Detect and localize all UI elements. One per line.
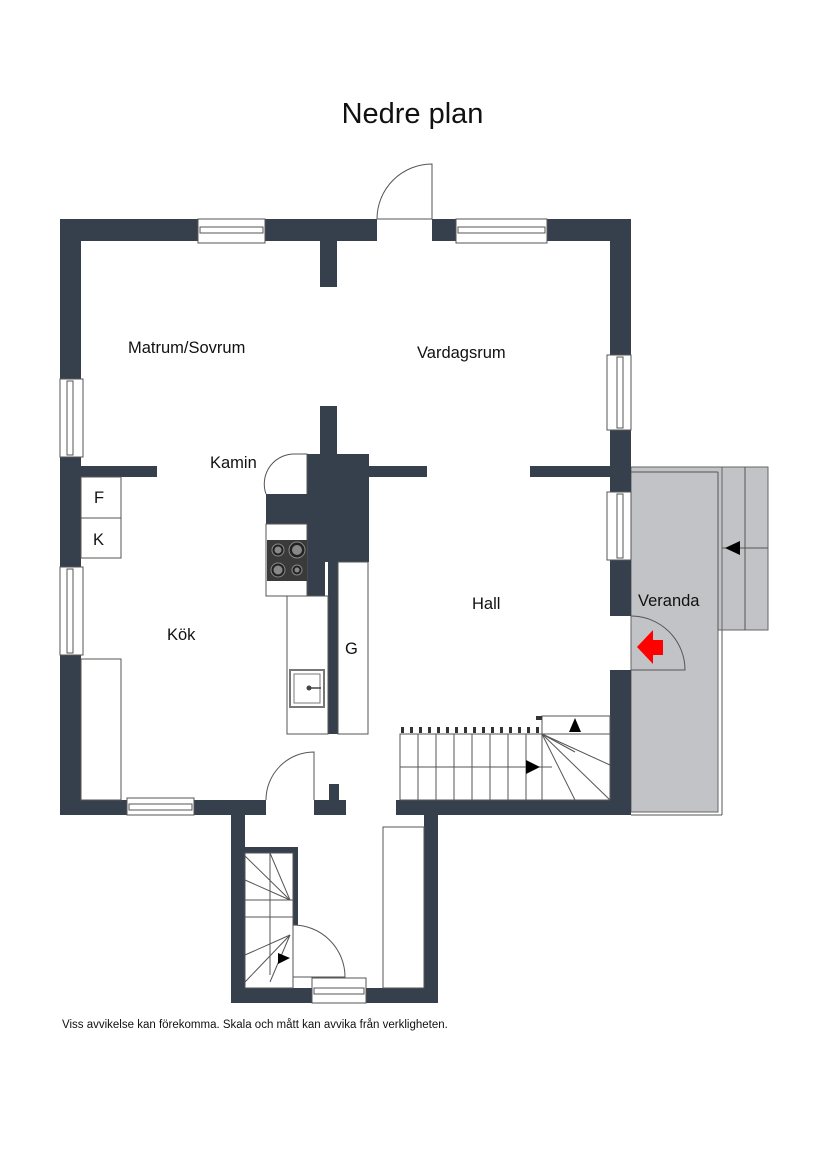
room-label-vardagsrum: Vardagsrum [417,344,506,362]
veranda-stair-arrow-icon [725,541,740,555]
walls [60,219,631,1003]
room-label-kyl: K [93,531,104,549]
vestibule-fixtures [244,826,425,989]
room-label-matrum: Matrum/Sovrum [128,339,245,357]
main-staircase [399,715,611,801]
stair-arrow-up-icon [569,718,581,732]
room-label-veranda: Veranda [638,592,700,610]
room-label-hall: Hall [472,595,500,613]
stair-arrow-right-icon [526,760,540,774]
kitchen-fixtures [80,476,369,801]
room-label-garderob: G [345,640,358,658]
windows [59,218,632,1004]
plan-title: Nedre plan [341,98,484,130]
disclaimer-text: Viss avvikelse kan förekomma. Skala och … [62,1019,448,1031]
stove-icon [267,540,307,581]
veranda-area [630,466,769,816]
railing [401,727,539,733]
room-label-kok: Kök [167,626,196,644]
room-label-kamin: Kamin [210,454,257,472]
entrance-arrow-icon [637,630,663,664]
sink-icon [289,669,325,708]
doors [263,163,686,978]
room-label-frys: F [94,489,104,507]
small-stair-arrow-icon [278,953,290,964]
